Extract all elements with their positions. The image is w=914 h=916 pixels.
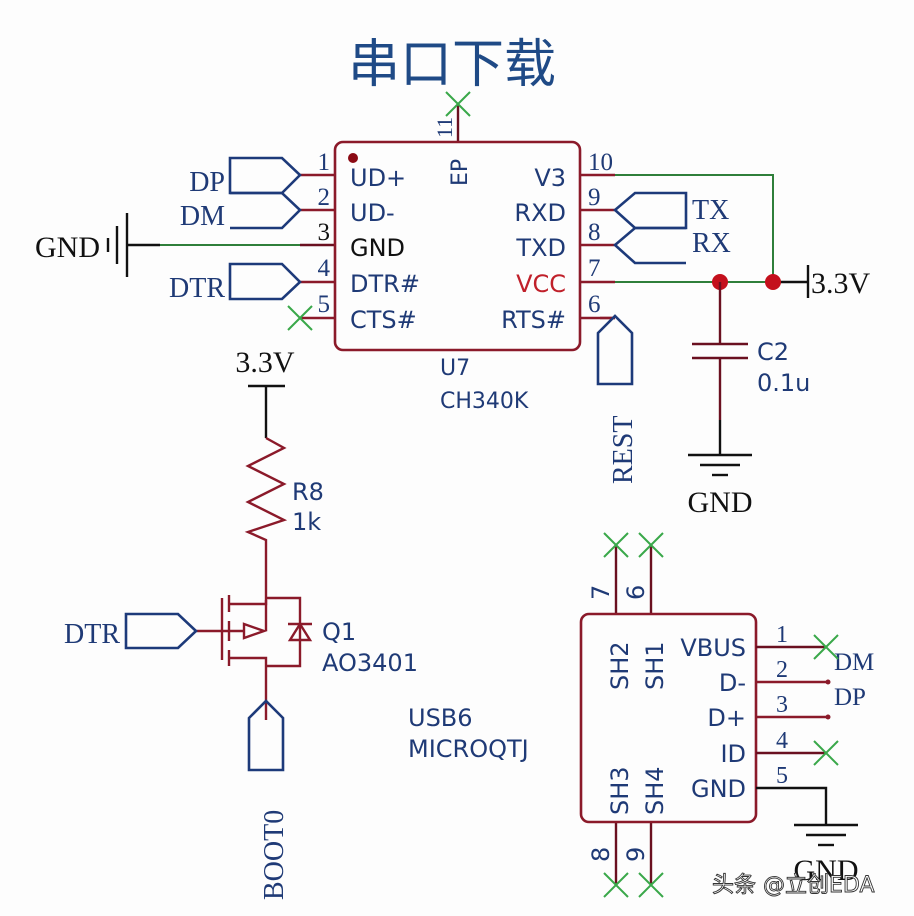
net-label-dp: DP xyxy=(189,167,225,198)
usb6-pin-name: SH2 xyxy=(606,641,634,690)
u7-pin-name: V3 xyxy=(534,164,566,192)
u7-pin-name: UD- xyxy=(350,199,395,227)
usb6-pin-name: SH3 xyxy=(606,766,634,815)
net-label-rest: REST xyxy=(608,416,639,484)
schematic-title: 串口下载 xyxy=(348,37,556,94)
net-label-dtr: DTR xyxy=(169,273,225,304)
q1-ref: Q1 xyxy=(322,618,356,646)
net-label-dp: DP xyxy=(834,684,866,711)
net-port-dm[interactable] xyxy=(230,191,302,230)
ground-icon xyxy=(688,453,752,477)
c2-value: 0.1u xyxy=(757,369,810,397)
u7-pin-num: 2 xyxy=(318,184,331,211)
u7-pin-name: EP xyxy=(448,159,473,186)
net-label-3v3: 3.3V xyxy=(235,346,295,379)
pin-end-dot xyxy=(825,679,831,685)
usb6-pin-num: 7 xyxy=(587,585,615,600)
net-label-gnd: GND xyxy=(794,854,859,887)
u7-pin-num: 8 xyxy=(588,219,601,246)
no-connect-icon xyxy=(813,740,839,766)
u7-pin-name: TXD xyxy=(515,234,566,262)
no-connect-icon xyxy=(638,532,664,558)
u7-ch340k[interactable]: 1 2 3 4 5 10 9 8 7 6 11 EP UD+ UD- GND D… xyxy=(300,104,615,414)
mosfet-q1[interactable] xyxy=(196,595,313,720)
no-connect-icon xyxy=(603,872,629,898)
u7-pin-name: VCC xyxy=(516,270,566,298)
net-label-tx: TX xyxy=(692,195,729,226)
no-connect-icon xyxy=(813,634,839,660)
usb6-pin-num: 4 xyxy=(776,728,788,754)
usb6-pin-num: 9 xyxy=(622,847,650,862)
usb6-pin-num: 6 xyxy=(622,585,650,600)
usb6-pin-num: 3 xyxy=(776,692,788,718)
r8-value: 1k xyxy=(292,508,321,536)
usb6-part: MICROQTJ xyxy=(408,735,529,763)
net-label-3v3: 3.3V xyxy=(811,267,871,300)
no-connect-icon xyxy=(638,872,664,898)
net-label-dm: DM xyxy=(180,201,225,232)
usb6-pin-name: GND xyxy=(691,775,746,803)
u7-ref: U7 xyxy=(440,356,470,381)
ground-icon xyxy=(794,823,858,847)
usb6-pin-name: ID xyxy=(720,740,746,768)
net-label-dtr: DTR xyxy=(64,619,120,650)
net-port-dp[interactable] xyxy=(228,156,302,195)
u7-pin-num: 6 xyxy=(588,291,601,318)
u7-pin-name: DTR# xyxy=(350,270,420,298)
u7-pin-num: 7 xyxy=(588,255,601,282)
ground-icon xyxy=(106,213,129,277)
usb6-pin-num: 5 xyxy=(776,763,788,789)
usb6-pin-name: VBUS xyxy=(680,634,746,662)
net-label-gnd: GND xyxy=(35,231,100,264)
pin-end-dot xyxy=(825,714,831,720)
q1-part: AO3401 xyxy=(322,649,418,677)
usb6-microqtj[interactable] xyxy=(579,545,828,885)
no-connect-icon xyxy=(445,91,471,117)
usb6-ref: USB6 xyxy=(408,704,473,732)
v3-wire xyxy=(615,174,774,282)
u7-pin-name: RXD xyxy=(514,199,566,227)
net-label-gnd: GND xyxy=(688,486,753,519)
u7-body xyxy=(333,140,582,352)
net-label-rx: RX xyxy=(692,228,731,259)
usb6-pin-num: 8 xyxy=(587,847,615,862)
no-connect-icon xyxy=(603,532,629,558)
u7-pin-num: 10 xyxy=(588,149,613,176)
net-port-tx[interactable] xyxy=(613,191,688,230)
u7-pin-num: 4 xyxy=(318,255,331,282)
u7-pin-name: GND xyxy=(350,234,405,262)
usb6-pin-name: SH4 xyxy=(641,766,669,815)
net-port-boot0[interactable] xyxy=(247,699,285,772)
net-port-rest[interactable] xyxy=(596,314,634,386)
u7-pin-num: 3 xyxy=(318,219,331,246)
capacitor-c2[interactable] xyxy=(692,282,748,455)
net-label-boot0: BOOT0 xyxy=(259,810,290,900)
usb6-pin-name: SH1 xyxy=(641,641,669,690)
c2-ref: C2 xyxy=(757,338,789,366)
usb6-pin-name: D+ xyxy=(707,704,746,732)
usb6-pin-num: 2 xyxy=(776,657,788,683)
r8-ref: R8 xyxy=(292,478,324,506)
net-label-dm: DM xyxy=(834,649,874,676)
net-port-dtr[interactable] xyxy=(228,262,302,301)
junction-dot xyxy=(765,274,781,290)
u7-pin-num: 11 xyxy=(432,117,457,138)
usb6-pin-num: 1 xyxy=(776,622,788,648)
u7-pin-num: 1 xyxy=(318,149,331,176)
u7-pin-name: CTS# xyxy=(350,306,417,334)
net-port-dtr[interactable] xyxy=(124,612,198,650)
net-port-rx[interactable] xyxy=(613,226,686,265)
u7-part: CH340K xyxy=(440,389,529,414)
u7-pin-name: UD+ xyxy=(350,164,406,192)
usb6-pin-name: D- xyxy=(719,669,746,697)
watermark: 头条 @立创EDA xyxy=(712,873,875,898)
pin1-marker xyxy=(348,153,358,163)
u7-pin-name: RTS# xyxy=(501,306,566,334)
u7-pin-num: 5 xyxy=(318,291,331,318)
resistor-r8[interactable] xyxy=(244,436,288,600)
no-connect-icon xyxy=(287,305,313,331)
u7-pin-num: 9 xyxy=(588,184,601,211)
